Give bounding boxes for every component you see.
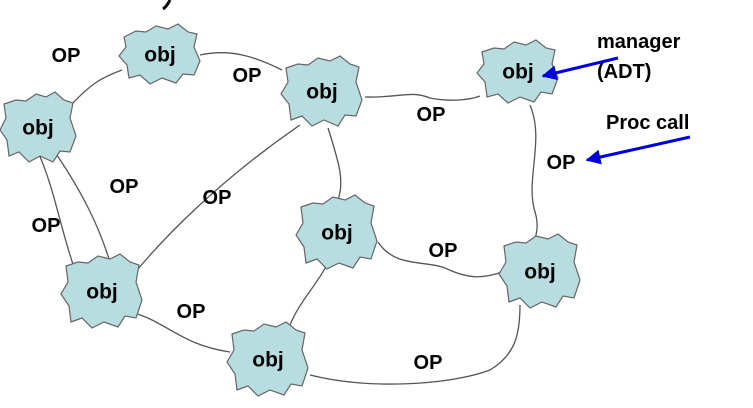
edge-f-h: [289, 257, 331, 326]
object-node-4: obj: [0, 91, 77, 163]
op-label: OP: [52, 45, 81, 67]
object-blob: [295, 194, 378, 270]
edge-b-d-2: [49, 144, 111, 263]
object-node-1: obj: [118, 23, 201, 85]
edge-c-f: [327, 127, 342, 201]
object-blob: [498, 233, 581, 309]
object-label: obj: [306, 81, 338, 104]
object-blob: [118, 23, 201, 85]
object-label: obj: [22, 117, 54, 140]
object-label: obj: [144, 44, 176, 67]
op-label: OP: [417, 104, 446, 126]
object-blob: [0, 91, 77, 163]
object-node-5: obj: [295, 194, 378, 270]
object-nodes: obj obj obj obj obj obj obj obj: [0, 23, 581, 397]
edge-e-g: [529, 104, 538, 246]
edge-h-g: [309, 304, 521, 385]
proc-call-annotation: Proc call: [606, 112, 689, 134]
op-label: OP: [32, 215, 61, 237]
edge-d-h: [129, 311, 231, 353]
edges: [37, 52, 538, 385]
cropped-mark: [162, 0, 172, 11]
edge-c-d: [124, 124, 301, 286]
object-blob: [476, 39, 559, 104]
object-node-2: obj: [280, 55, 363, 127]
object-node-8: obj: [226, 321, 309, 397]
object-node-7: obj: [60, 253, 143, 329]
manager-annotation: manager: [597, 31, 681, 53]
adt-annotation: (ADT): [597, 61, 651, 83]
object-label: obj: [502, 61, 534, 84]
object-label: obj: [252, 349, 284, 372]
op-label: OP: [203, 187, 232, 209]
edge-a-c: [199, 52, 283, 71]
edge-f-g: [377, 241, 503, 278]
object-label: obj: [321, 222, 353, 245]
object-blob: [60, 253, 143, 329]
edge-b-d: [37, 151, 76, 271]
object-node-3: obj: [476, 39, 559, 104]
proc-call-arrow: [585, 135, 691, 165]
manager-arrow: [541, 56, 619, 81]
op-label: OP: [177, 301, 206, 323]
annotations: manager (ADT) Proc call: [541, 31, 691, 165]
operation-labels: OP OP OP OP OP OP OP OP OP OP: [32, 45, 576, 374]
object-blob: [226, 321, 309, 397]
op-label: OP: [547, 152, 576, 174]
object-blob: [280, 55, 363, 127]
edge-a-b: [71, 69, 123, 105]
object-label: obj: [524, 261, 556, 284]
object-node-6: obj: [498, 233, 581, 309]
op-label: OP: [414, 352, 443, 374]
edge-c-e: [364, 93, 481, 101]
op-label: OP: [429, 240, 458, 262]
object-label: obj: [86, 281, 118, 304]
op-label: OP: [233, 65, 262, 87]
op-label: OP: [110, 176, 139, 198]
